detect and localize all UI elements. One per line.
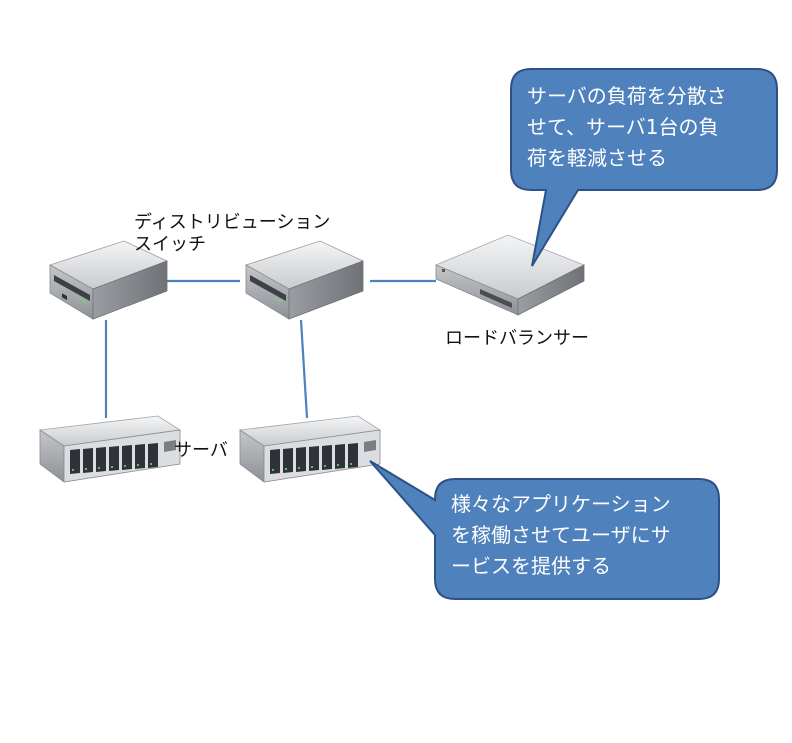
- server-callout: [369, 460, 720, 600]
- load-balancer-callout-text: サーバの負荷を分散さ せて、サーバ1台の負 荷を軽減させる: [527, 81, 727, 174]
- connector-lines: [104, 279, 436, 419]
- switch-label-line: スイッチ: [134, 234, 206, 255]
- callout-line: せて、サーバ1台の負: [527, 115, 719, 139]
- server-callout-text: 様々なアプリケーション を稼働させてユーザにサ ービスを提供する: [451, 489, 671, 582]
- network-switch-icon: [49, 240, 169, 320]
- callout-line: ービスを提供する: [451, 554, 611, 578]
- callout-line: サーバの負荷を分散さ: [527, 84, 727, 108]
- link-switch2-server2: [299, 319, 309, 419]
- load-balancer-callout: [510, 68, 778, 267]
- callout-line: 荷を軽減させる: [527, 146, 667, 170]
- switch-label: ディストリビューション スイッチ: [134, 212, 330, 256]
- storage-server-icon: [38, 415, 182, 483]
- switch-label-line: ディストリビューション: [134, 212, 331, 233]
- load-balancer-icon: [434, 234, 585, 316]
- network-switch-icon: [245, 240, 365, 320]
- storage-server-icon: [238, 415, 382, 483]
- server-label: サーバ: [174, 440, 228, 461]
- callout-line: 様々なアプリケーション: [451, 492, 671, 516]
- load-balancer-label: ロードバランサー: [445, 328, 589, 349]
- callout-line: を稼働させてユーザにサ: [451, 523, 671, 547]
